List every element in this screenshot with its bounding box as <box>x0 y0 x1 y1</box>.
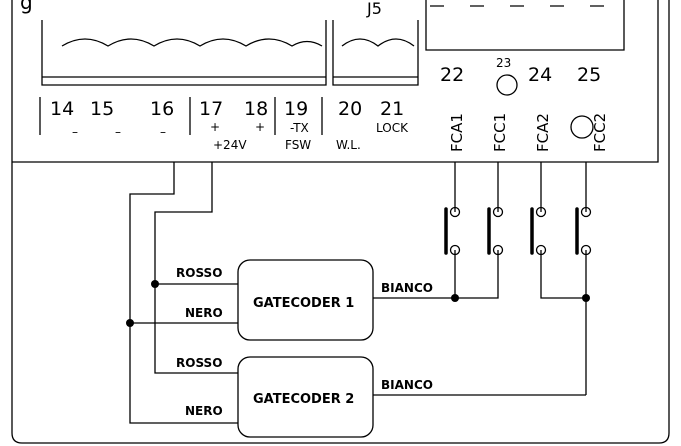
sign-21: LOCK <box>376 121 409 135</box>
limit-switch-fcc2 <box>575 206 592 256</box>
gatecoder-1-title: GATECODER 1 <box>253 296 354 311</box>
junction-bianco-2 <box>582 294 590 302</box>
terminal-22: 22 <box>440 64 464 86</box>
wire-label-rosso-1: ROSSO <box>176 266 222 280</box>
board-outline <box>11 0 670 444</box>
wire-label-nero-2: NERO <box>185 404 223 418</box>
junction-nero <box>126 319 134 327</box>
sign-14: – <box>72 125 78 139</box>
junction-bianco-1 <box>451 294 459 302</box>
label-fca1: FCA1 <box>448 113 466 152</box>
label-fsw: FSW <box>285 138 311 152</box>
terminal-20: 20 <box>338 98 362 120</box>
gatecoder-2-box <box>237 356 374 438</box>
terminal-15: 15 <box>90 98 114 120</box>
terminal-16: 16 <box>150 98 174 120</box>
limit-switch-fca2 <box>530 206 547 256</box>
label-fcc1: FCC1 <box>491 113 509 152</box>
wire-label-rosso-2: ROSSO <box>176 356 222 370</box>
terminal-23: 23 <box>496 56 511 70</box>
gatecoder-1-box <box>237 259 374 341</box>
wire-label-nero-1: NERO <box>185 306 223 320</box>
sign-15: – <box>115 125 121 139</box>
terminal-17: 17 <box>199 98 223 120</box>
gatecoder-2-title: GATECODER 2 <box>253 392 354 407</box>
terminal-block-j5 <box>332 20 419 86</box>
sign-17: + <box>210 120 220 134</box>
wire-label-bianco-2: BIANCO <box>381 378 433 392</box>
sign-16: – <box>160 125 166 139</box>
terminal-14: 14 <box>50 98 74 120</box>
label-24v: +24V <box>213 138 247 152</box>
wire-label-bianco-1: BIANCO <box>381 281 433 295</box>
terminal-25: 25 <box>577 64 601 86</box>
terminal-18: 18 <box>244 98 268 120</box>
label-fcc2: FCC2 <box>591 113 609 152</box>
terminal-25-hole <box>570 115 594 139</box>
connector-label-j5: J5 <box>366 0 382 18</box>
limit-switch-fcc1 <box>487 206 504 256</box>
junction-rosso <box>151 280 159 288</box>
terminal-separators <box>39 97 323 135</box>
terminal-block-left <box>41 20 327 86</box>
terminal-21: 21 <box>380 98 404 120</box>
partial-label: g <box>20 0 33 14</box>
label-wl: W.L. <box>336 138 361 152</box>
terminal-24: 24 <box>528 64 552 86</box>
control-panel-border <box>12 0 659 163</box>
label-fca2: FCA2 <box>534 113 552 152</box>
terminal-23-hole <box>496 74 518 96</box>
component-box <box>425 0 625 51</box>
sign-19: -TX <box>290 121 309 135</box>
limit-switch-fca1 <box>444 206 461 256</box>
limit-switch-wiring <box>373 162 587 396</box>
sign-18: + <box>255 120 265 134</box>
terminal-19: 19 <box>284 98 308 120</box>
power-wiring <box>129 162 238 424</box>
